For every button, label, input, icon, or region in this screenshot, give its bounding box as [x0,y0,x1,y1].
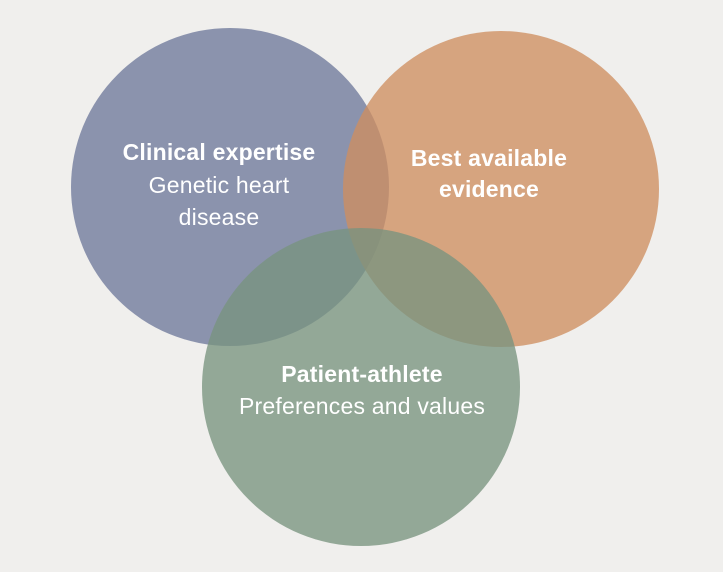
clinical-expertise-subtitle-line1: Genetic heart [149,172,290,198]
clinical-expertise-title: Clinical expertise [123,139,316,165]
best-available-evidence-title-line2: evidence [439,176,539,202]
patient-athlete-subtitle: Preferences and values [239,393,485,419]
patient-athlete-title: Patient-athlete [281,361,442,387]
clinical-expertise-subtitle-line2: disease [179,204,260,230]
patient-athlete-circle [202,228,520,546]
best-available-evidence-title-line1: Best available [411,145,567,171]
